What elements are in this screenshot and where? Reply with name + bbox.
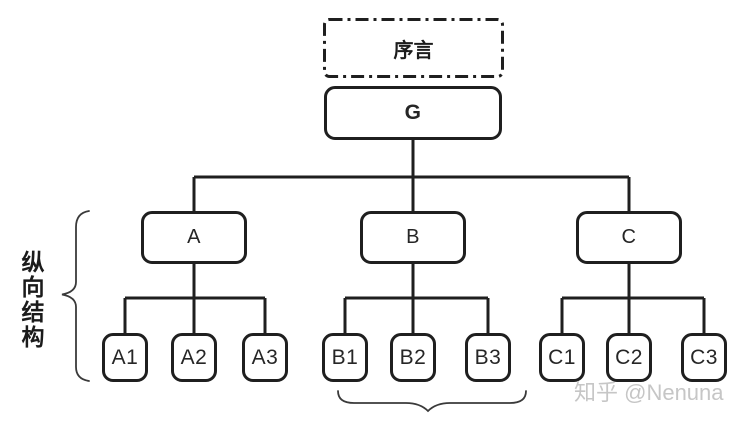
- node-leaf-b3: B3: [465, 333, 511, 382]
- left-brace-icon: [61, 210, 90, 382]
- node-branch-b: B: [360, 211, 466, 264]
- node-root: G: [324, 86, 502, 140]
- node-branch-c: C: [576, 211, 682, 264]
- leaf-a3-label: A3: [251, 345, 279, 369]
- node-preface: 序言: [323, 18, 504, 78]
- leaf-a1-label: A1: [111, 345, 139, 369]
- node-leaf-b2: B2: [390, 333, 436, 382]
- node-leaf-a2: A2: [171, 333, 217, 382]
- branch-a-label: A: [187, 226, 201, 248]
- node-leaf-a3: A3: [242, 333, 288, 382]
- preface-label: 序言: [393, 39, 434, 62]
- leaf-b1-label: B1: [331, 345, 359, 369]
- leaf-c3-label: C3: [690, 345, 718, 369]
- node-leaf-c1: C1: [539, 333, 585, 382]
- node-leaf-a1: A1: [102, 333, 148, 382]
- root-label: G: [404, 101, 422, 124]
- side-annotation: 纵向结构: [18, 250, 44, 350]
- node-leaf-b1: B1: [322, 333, 368, 382]
- watermark: 知乎 @Nenuna: [574, 380, 724, 405]
- branch-c-label: C: [621, 226, 637, 248]
- bottom-brace-icon: [337, 390, 527, 413]
- leaf-a2-label: A2: [180, 345, 208, 369]
- leaf-c2-label: C2: [615, 345, 643, 369]
- preface-dashdot-border: [323, 18, 504, 78]
- leaf-b2-label: B2: [399, 345, 427, 369]
- leaf-b3-label: B3: [474, 345, 502, 369]
- node-branch-a: A: [141, 211, 247, 264]
- leaf-c1-label: C1: [548, 345, 576, 369]
- tree-connectors: [123, 140, 706, 334]
- branch-b-label: B: [406, 226, 420, 248]
- node-leaf-c3: C3: [681, 333, 727, 382]
- node-leaf-c2: C2: [606, 333, 652, 382]
